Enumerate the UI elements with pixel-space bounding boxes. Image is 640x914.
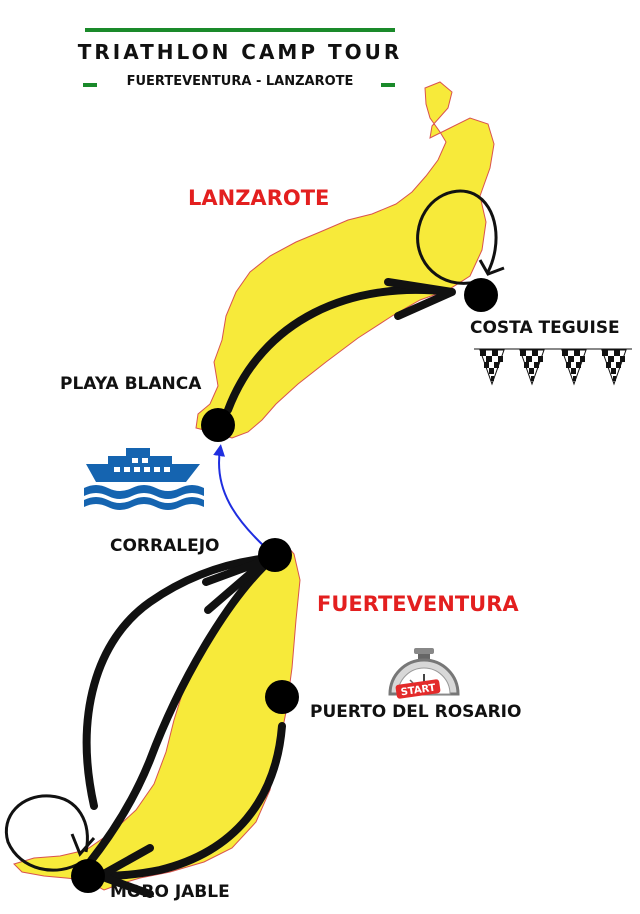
place-playa-blanca: PLAYA BLANCA xyxy=(60,374,202,394)
flag-2 xyxy=(519,349,545,386)
region-fuerteventura: FUERTEVENTURA xyxy=(317,592,519,616)
start-badge-text: START xyxy=(400,683,436,699)
page-subtitle: FUERTEVENTURA - LANZAROTE xyxy=(126,74,354,89)
dot-playa-blanca xyxy=(201,408,235,442)
dot-costa-teguise xyxy=(464,278,498,312)
flag-4 xyxy=(601,349,627,386)
place-puerto-del-rosario: PUERTO DEL ROSARIO xyxy=(310,702,522,722)
loop-arrowhead xyxy=(478,259,505,276)
header-rule xyxy=(85,28,395,32)
region-lanzarote: LANZAROTE xyxy=(188,186,330,210)
ferry-route xyxy=(213,444,267,549)
subtitle-row: FUERTEVENTURA - LANZAROTE xyxy=(75,74,405,94)
route-moro-jable-corralejo xyxy=(82,554,272,810)
route-playa-blanca-costa-teguise xyxy=(224,285,454,414)
place-moro-jable: MORO JABLE xyxy=(110,882,230,902)
dot-moro-jable xyxy=(71,859,105,893)
place-costa-teguise: COSTA TEGUISE xyxy=(470,318,620,338)
loop-arrowhead-moro xyxy=(70,833,96,857)
subtitle-dash-right xyxy=(381,83,395,87)
flag-1 xyxy=(479,349,505,386)
place-corralejo: CORRALEJO xyxy=(110,536,220,556)
route-puerto-moro-jable xyxy=(100,722,286,880)
route-corralejo-moro-jable xyxy=(86,562,268,866)
stopwatch-icon: START xyxy=(388,648,460,699)
dot-corralejo xyxy=(258,538,292,572)
loop-costa-teguise xyxy=(416,189,498,285)
ferry-icon xyxy=(84,448,204,510)
route-arrowhead xyxy=(384,278,456,320)
loop-moro-jable xyxy=(4,794,89,872)
checkered-flags-icon xyxy=(474,348,632,386)
dot-puerto-del-rosario xyxy=(265,680,299,714)
flag-3 xyxy=(561,349,587,386)
page-title: TRIATHLON CAMP TOUR xyxy=(77,40,403,64)
subtitle-dash-left xyxy=(83,83,97,87)
